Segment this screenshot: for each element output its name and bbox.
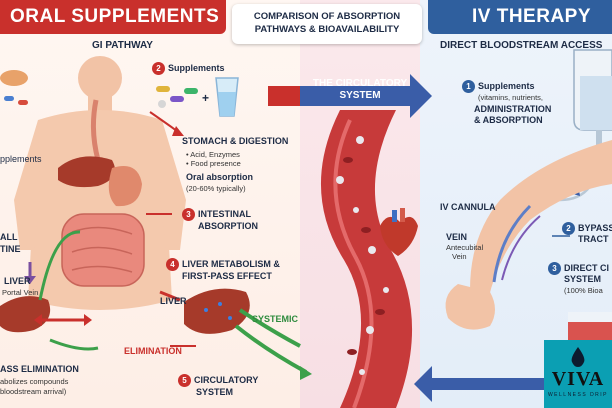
portal-vein-label: Portal Vein [2, 288, 39, 297]
side-supplements-label: pplements [0, 154, 42, 164]
vein-line [492, 204, 532, 283]
oral-absorption-range: (20-60% typically) [186, 184, 246, 193]
iv-step-3-line3: (100% Bioa [564, 286, 603, 295]
step-4-label-line2: FIRST-PASS EFFECT [182, 271, 272, 281]
svg-text:+: + [202, 91, 209, 105]
iv-step-3-line1: DIRECT CI [564, 262, 609, 273]
step-2-badge: 2 [152, 62, 165, 75]
heart-icon [380, 208, 418, 256]
drop-icon [571, 347, 585, 367]
arrow-from-iv [414, 366, 546, 402]
logo-name: VIVA [551, 368, 605, 390]
iv-step-1-badge: 1 [462, 80, 475, 93]
iv-step-3-badge: 3 [548, 262, 561, 275]
vein-label: VEIN [446, 232, 468, 242]
iv-step-2-badge: 2 [562, 222, 575, 235]
first-pass-liver-organ [184, 288, 250, 334]
liver-organ [58, 156, 115, 188]
arrow-to-circulatory [300, 74, 432, 118]
step-4-badge: 4 [166, 258, 179, 271]
side-liver-label: LIVER [4, 276, 31, 286]
iv-header-title: IV THERAPY [472, 6, 592, 27]
pills-icon [0, 70, 28, 105]
title-line-2: PATHWAYS & BIOAVAILABILITY [254, 24, 400, 35]
circulatory-line-1: THE CIRCULATORY [312, 78, 408, 89]
step-5-label: CIRCULATORY [194, 374, 259, 385]
stomach-bullet-1: • Acid, Enzymes [186, 150, 240, 159]
elimination-label: ELIMINATION [124, 346, 182, 356]
direct-access-subtitle: DIRECT BLOODSTREAM ACCESS [440, 40, 603, 51]
water-glass-icon [215, 77, 239, 117]
arrow-elimination [159, 290, 181, 302]
oral-header-title: ORAL SUPPLEMENTS [10, 6, 220, 27]
small-intestine-label-2: TINE [0, 244, 21, 254]
systemic-label: SYSTEMIC [252, 314, 299, 324]
diagram-title: COMPARISON OF ABSORPTION PATHWAYS & BIOA… [232, 4, 422, 44]
step-5-badge: 5 [178, 374, 191, 387]
metabolizes-text-2: bloodstream arrival) [0, 387, 67, 396]
iv-step-1-line3: ADMINISTRATION [474, 104, 552, 114]
iv-step-1-title: Supplements [478, 80, 535, 91]
liver-label: LIVER [160, 296, 187, 306]
small-intestine-label-1: ALL [0, 232, 18, 242]
oral-absorption-label: Oral absorption [186, 172, 254, 182]
step-4-label: LIVER METABOLISM & [182, 258, 280, 269]
iv-step-1-line4: & ABSORPTION [474, 115, 543, 125]
logo-tagline: WELLNESS DRIP [547, 392, 609, 398]
vein-sub-1: Antecubital [446, 243, 484, 252]
circulatory-line-2: SYSTEM [339, 90, 381, 101]
iv-step-2-line2: TRACT [578, 234, 609, 244]
pass-elimination-label: ASS ELIMINATION [0, 364, 79, 374]
step-3-label-line2: ABSORPTION [198, 221, 259, 231]
vein-sub-2: Vein [452, 252, 467, 261]
arm-figure [445, 140, 612, 330]
gi-pathway-subtitle: GI PATHWAY [92, 40, 153, 51]
blood-cells [336, 136, 389, 375]
green-arrow-up [38, 230, 81, 301]
viva-logo: VIVA WELLNESS DRIP [544, 340, 612, 408]
circulatory-system-label: THE CIRCULATORY SYSTEM [304, 78, 416, 102]
green-arrow-systemic [238, 308, 301, 348]
iv-step-3-line2: SYSTEM [564, 274, 602, 284]
iv-step-1-sub: (vitamins, nutrients, [478, 93, 544, 102]
oral-header: ORAL SUPPLEMENTS [0, 0, 226, 34]
step-5-label-line2: SYSTEM [196, 387, 234, 397]
metabolizes-text-1: abolizes compounds [0, 377, 69, 386]
supplements-icon: + [156, 86, 209, 108]
iv-step-2-line1: BYPASS [578, 222, 612, 233]
step-3-label: INTESTINAL [198, 208, 251, 219]
stomach-bullet-2: • Food presence [186, 159, 241, 168]
step-2-label: Supplements [168, 62, 225, 73]
title-line-1: COMPARISON OF ABSORPTION [253, 11, 401, 22]
stomach-organ [108, 166, 142, 207]
left-liver-organ [0, 296, 51, 333]
stomach-label: STOMACH & DIGESTION [182, 136, 289, 146]
iv-cannula-label: IV CANNULA [440, 202, 496, 212]
blood-vessel [320, 110, 413, 408]
intestines-organ [61, 213, 145, 287]
iv-header: IV THERAPY [428, 0, 612, 34]
step-3-badge: 3 [182, 208, 195, 221]
